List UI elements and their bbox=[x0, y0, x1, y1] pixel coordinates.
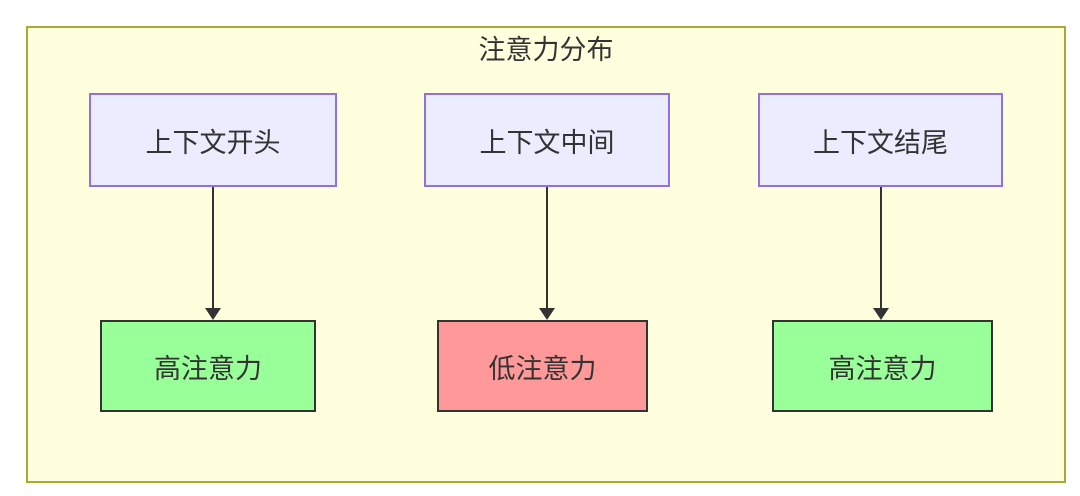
node-label: 上下文开头 bbox=[145, 127, 281, 158]
arrow-shaft bbox=[880, 187, 882, 308]
node-label: 高注意力 bbox=[154, 353, 262, 384]
node-label: 上下文中间 bbox=[479, 127, 615, 158]
node-high-attention-right: 高注意力 bbox=[772, 320, 993, 412]
node-low-attention-middle: 低注意力 bbox=[437, 320, 648, 412]
arrowhead-down-icon bbox=[205, 308, 221, 320]
node-context-end: 上下文结尾 bbox=[758, 93, 1003, 187]
node-context-beginning: 上下文开头 bbox=[89, 93, 337, 187]
node-context-middle: 上下文中间 bbox=[424, 93, 670, 187]
node-high-attention-left: 高注意力 bbox=[100, 320, 316, 412]
node-label: 低注意力 bbox=[488, 353, 597, 384]
arrowhead-down-icon bbox=[873, 308, 889, 320]
arrow-shaft bbox=[212, 187, 214, 308]
diagram-title: 注意力分布 bbox=[478, 35, 614, 65]
arrowhead-down-icon bbox=[539, 308, 555, 320]
node-label: 高注意力 bbox=[828, 353, 937, 384]
arrow-shaft bbox=[546, 187, 548, 308]
node-label: 上下文结尾 bbox=[813, 127, 948, 158]
